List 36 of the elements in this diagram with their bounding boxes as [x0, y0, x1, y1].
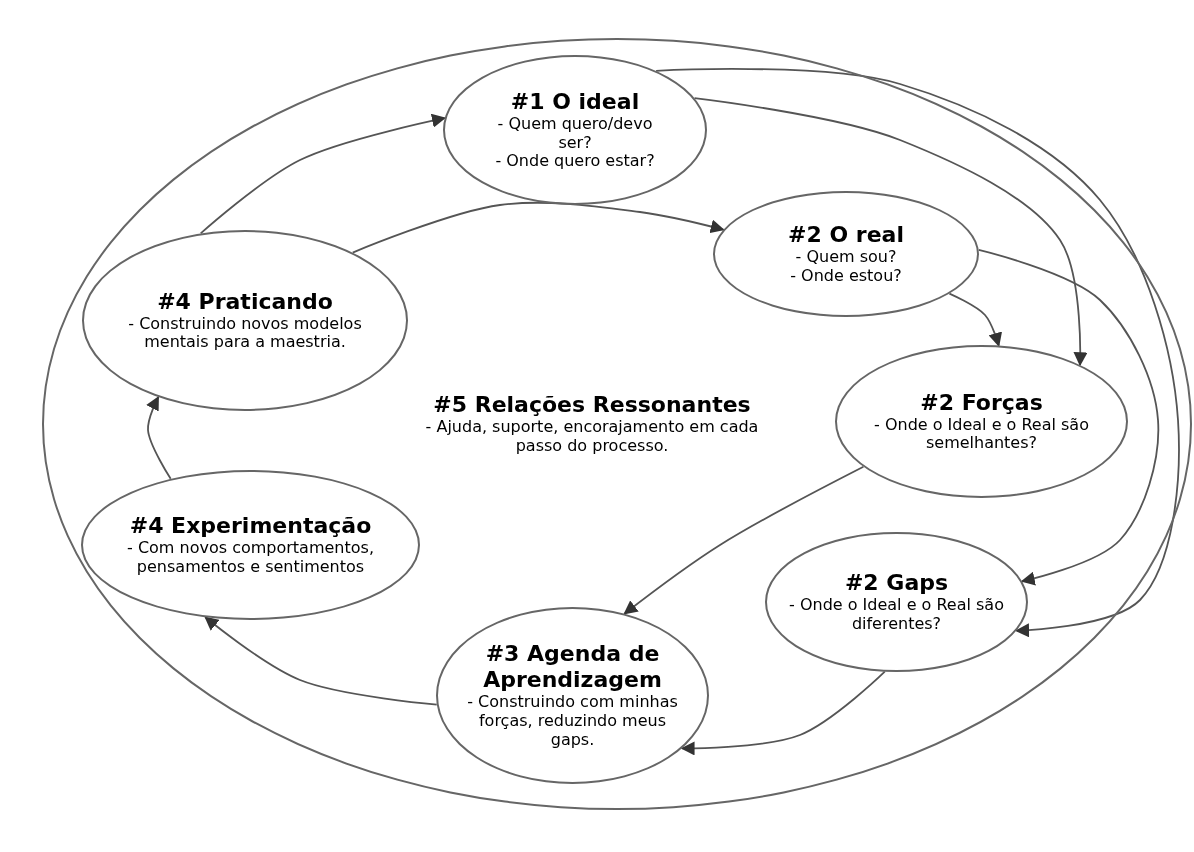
stage-description: - Ajuda, suporte, encorajamento em cada passo do processo.	[424, 417, 760, 456]
arrow	[351, 201, 725, 254]
stage-description: - Onde quero estar?	[494, 152, 656, 172]
arrow	[146, 395, 172, 480]
stage-description: - Quem sou?	[794, 248, 898, 267]
stage-description: - Construindo com minhas forças, reduzindo meus gaps.	[466, 693, 679, 750]
stage-description: - Onde o Ideal e o Real são semelhantes?	[873, 415, 1090, 454]
arrow	[204, 616, 438, 706]
stage-ellipse	[82, 230, 408, 411]
stage-ellipse	[713, 191, 979, 317]
stage-ellipse	[765, 532, 1028, 672]
stage-ellipse	[835, 345, 1128, 498]
stage-title: #2 Forças	[919, 389, 1044, 416]
stage-title: #5 Relações Ressonantes	[432, 392, 752, 418]
arrow	[655, 68, 1180, 638]
arrow	[199, 113, 447, 235]
arrow	[693, 97, 1088, 367]
stage-description: - Com novos comportamentos, pensamentos e sentimentos	[126, 539, 375, 577]
arrow	[948, 292, 1002, 347]
stage-description: - Onde estou?	[789, 266, 903, 286]
arrow	[680, 670, 886, 756]
stage-title: #4 Experimentação	[128, 513, 373, 540]
outer-ellipse	[42, 38, 1192, 810]
stage-title: #4 Praticando	[156, 288, 334, 315]
stage-title: #2 Gaps	[843, 570, 950, 597]
stage-title: #3 Agenda de Aprendizagem	[482, 641, 663, 694]
stage-description: - Onde o Ideal e o Real são diferentes?	[788, 596, 1005, 634]
arrow	[623, 465, 865, 615]
stage-ellipse	[443, 55, 707, 205]
stage-title: #1 O ideal	[509, 88, 641, 115]
stage-title: #2 O real	[787, 222, 905, 249]
stage-description: - Quem quero/devo ser?	[496, 114, 654, 153]
stage-description: - Construindo novos modelos mentais para a maestria.	[127, 314, 363, 353]
stage-ellipse	[436, 607, 709, 784]
arrow	[977, 249, 1160, 586]
stage-ellipse	[81, 470, 420, 620]
